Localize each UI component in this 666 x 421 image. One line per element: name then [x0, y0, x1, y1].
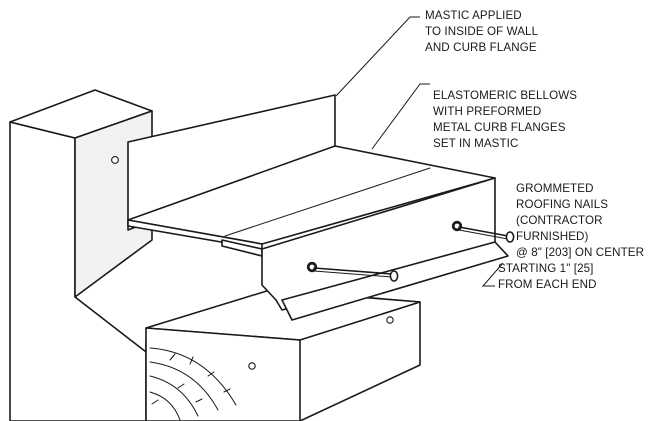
wood-curb-hole-left [248, 362, 256, 370]
callout-bellows: ELASTOMERIC BELLOWS WITH PREFORMED METAL… [433, 89, 577, 150]
callout-nails-line-4: FURNISHED) [516, 230, 589, 243]
nail-grommet-2-inner [454, 223, 460, 229]
callout-nails: GROMMETED ROOFING NAILS (CONTRACTOR FURN… [498, 182, 644, 291]
leader-bellows [371, 83, 430, 150]
leader-mastic [335, 16, 420, 97]
wood-curb-hole-right [386, 316, 394, 324]
wood-curb-block [145, 289, 421, 421]
callout-nails-line-3: (CONTRACTOR [516, 214, 603, 227]
leader-nails [481, 262, 504, 287]
callout-bellows-line-3: METAL CURB FLANGES [433, 121, 566, 134]
wood-curb-end-face [145, 327, 301, 421]
callout-nails-line-5: @ 8" [203] ON CENTER [516, 246, 644, 259]
nail-grommet-1-inner [309, 264, 315, 270]
callout-bellows-line-2: WITH PREFORMED [433, 105, 541, 118]
callout-nails-line-2: ROOFING NAILS [516, 198, 608, 211]
nail-shank-2 [458, 226, 509, 237]
nail-head-1 [389, 270, 399, 282]
callout-bellows-line-1: ELASTOMERIC BELLOWS [433, 89, 577, 102]
back-wall-bolt-hole [111, 156, 119, 164]
back-wall [9, 89, 153, 421]
nail-shank-1-b [313, 270, 393, 278]
nail-head-2 [505, 231, 515, 243]
roofing-nail-1 [306, 261, 399, 282]
leader-lines [335, 16, 504, 287]
callout-nails-line-7: FROM EACH END [498, 278, 597, 291]
bellows-top-crease [224, 167, 431, 237]
nail-shank-2-b [458, 229, 509, 240]
callout-nails-line-1: GROMMETED [516, 182, 594, 195]
callout-bellows-line-4: SET IN MASTIC [433, 137, 518, 150]
callout-mastic-line-2: TO INSIDE OF WALL [425, 25, 539, 38]
wood-grain [149, 347, 237, 421]
callout-nails-line-6: STARTING 1" [25] [498, 262, 594, 275]
bellows-front-face [261, 177, 496, 311]
nail-shank-1 [313, 267, 393, 275]
callout-mastic-line-3: AND CURB FLANGE [425, 41, 537, 54]
callout-mastic: MASTIC APPLIED TO INSIDE OF WALL AND CUR… [425, 9, 539, 54]
roofing-nail-2 [451, 220, 515, 243]
callout-mastic-line-1: MASTIC APPLIED [425, 9, 522, 22]
